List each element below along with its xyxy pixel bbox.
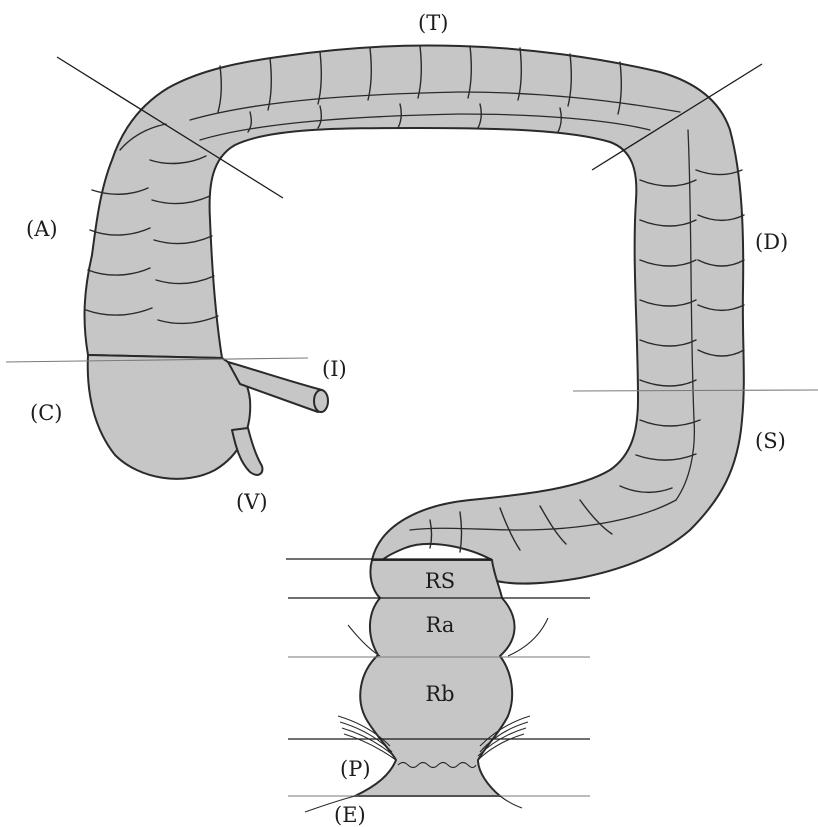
label-transverse: (T) xyxy=(418,11,448,35)
sigmoid-line xyxy=(573,390,818,391)
label-rectosigmoid: RS xyxy=(425,569,455,593)
ileum-opening xyxy=(314,390,328,412)
label-external: (E) xyxy=(334,803,366,827)
label-rectum-lower: Rb xyxy=(425,682,454,706)
rectum xyxy=(355,560,515,796)
cecum xyxy=(88,355,250,479)
label-ileum: (I) xyxy=(322,357,347,381)
label-rectum-upper: Ra xyxy=(426,613,455,637)
label-appendix: (V) xyxy=(236,490,268,514)
label-ascending: (A) xyxy=(26,217,58,241)
label-descending: (D) xyxy=(755,230,788,254)
anal-verge-right xyxy=(500,796,522,808)
colon-body xyxy=(85,45,744,583)
label-pubic: (P) xyxy=(340,757,371,781)
label-cecum: (C) xyxy=(30,401,62,425)
label-sigmoid: (S) xyxy=(755,429,786,453)
